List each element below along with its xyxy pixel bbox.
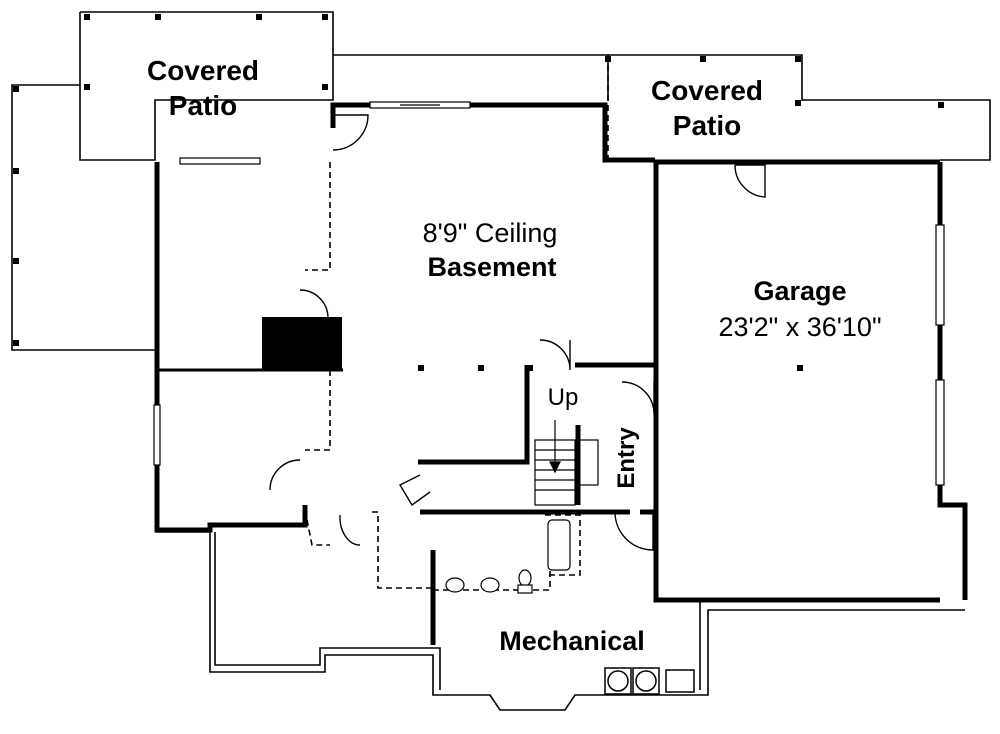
exterior-walls <box>154 102 968 645</box>
ceiling-height-label: 8'9" Ceiling <box>423 218 558 248</box>
interior-columns <box>418 365 803 371</box>
door-swings <box>269 114 766 551</box>
mechanical-label: Mechanical <box>499 626 645 656</box>
patio-posts-left <box>13 14 328 346</box>
garage-label: Garage <box>753 276 846 306</box>
stairs-up-label: Up <box>548 384 579 411</box>
patio-right-label-line1: Covered <box>651 75 763 106</box>
fireplace-block <box>262 317 342 369</box>
covered-patio-right <box>333 54 991 161</box>
entry-label: Entry <box>613 427 640 489</box>
bath-fixtures <box>445 519 571 594</box>
windows <box>153 101 945 486</box>
foundation-outline <box>156 530 965 711</box>
patio-left-label-line2: Patio <box>169 90 237 121</box>
garage-dimensions-label: 23'2" x 36'10" <box>718 312 881 342</box>
covered-patio-left <box>11 11 334 351</box>
mechanical-equipment <box>604 667 695 695</box>
staircase <box>534 420 599 506</box>
dashed-partitions <box>304 162 581 591</box>
patio-posts-right <box>605 56 944 108</box>
patio-right-label-line2: Patio <box>673 110 741 141</box>
patio-left-label-line1: Covered <box>147 55 259 86</box>
basement-label: Basement <box>427 252 556 282</box>
